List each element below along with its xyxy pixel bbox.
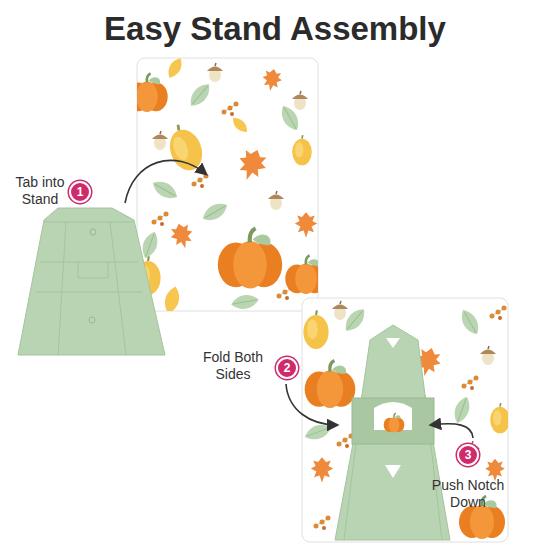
squash: [490, 403, 508, 433]
pumpkin: [285, 255, 318, 294]
stand-band: [352, 398, 434, 444]
oak-leaf: [311, 457, 333, 483]
pumpkin: [384, 413, 405, 432]
berries: [192, 174, 209, 189]
fold-line: [344, 395, 442, 540]
curved-arrow: [286, 384, 337, 425]
berries: [337, 434, 354, 449]
card-pattern: [137, 58, 318, 311]
berries: [222, 102, 239, 117]
oak-leaf: [260, 67, 283, 92]
squash: [303, 310, 328, 349]
fold-line: [44, 222, 134, 223]
pumpkin: [137, 73, 168, 112]
berries: [314, 516, 331, 531]
leaf: [150, 177, 181, 203]
callout-text: 3: [465, 449, 472, 461]
oak-leaf: [233, 145, 270, 185]
acorn: [332, 301, 348, 320]
step-label: Fold Both Sides: [197, 349, 269, 384]
yellow-leaf: [165, 58, 186, 80]
step-label: Push Notch Down: [420, 477, 516, 512]
flat-stand: [18, 208, 165, 355]
leaf: [200, 199, 231, 225]
acorn: [268, 191, 284, 210]
leaf: [230, 293, 260, 311]
callout-text: 2: [284, 362, 291, 374]
squash: [292, 135, 312, 165]
berries: [490, 306, 507, 321]
berries: [152, 212, 169, 227]
leaf: [186, 80, 214, 110]
oak-leaf: [295, 212, 317, 238]
card-front: [126, 56, 326, 316]
step-label: Tab into Stand: [8, 174, 72, 209]
marker-dot: [89, 317, 95, 323]
stand-shape: [18, 208, 165, 355]
fold-mark: [385, 465, 401, 478]
acorn: [480, 346, 496, 365]
assembled-stand: [335, 325, 450, 540]
page-title: Easy Stand Assembly: [0, 10, 550, 48]
berries: [462, 376, 479, 391]
leaf: [457, 307, 483, 338]
acorn: [207, 63, 223, 82]
acorn: [152, 131, 168, 150]
pumpkin: [305, 361, 356, 408]
fold-mark: [386, 338, 400, 348]
callout-number: 2: [276, 357, 298, 379]
callout-text: 1: [77, 186, 84, 198]
notch-outline: [36, 262, 142, 292]
stand-shape: [335, 325, 450, 540]
oak-leaf: [168, 221, 196, 252]
callout-number: 3: [457, 444, 479, 466]
fold-line: [58, 222, 126, 355]
acorn: [292, 91, 308, 110]
squash: [162, 120, 207, 175]
curved-arrow: [431, 424, 473, 438]
yellow-leaf: [230, 115, 251, 136]
curved-arrow: [125, 160, 206, 203]
marker-dot: [90, 229, 96, 235]
callout-number: 1: [69, 181, 91, 203]
yellow-leaf: [162, 285, 182, 311]
pumpkin: [218, 228, 282, 288]
leaf: [451, 395, 473, 426]
